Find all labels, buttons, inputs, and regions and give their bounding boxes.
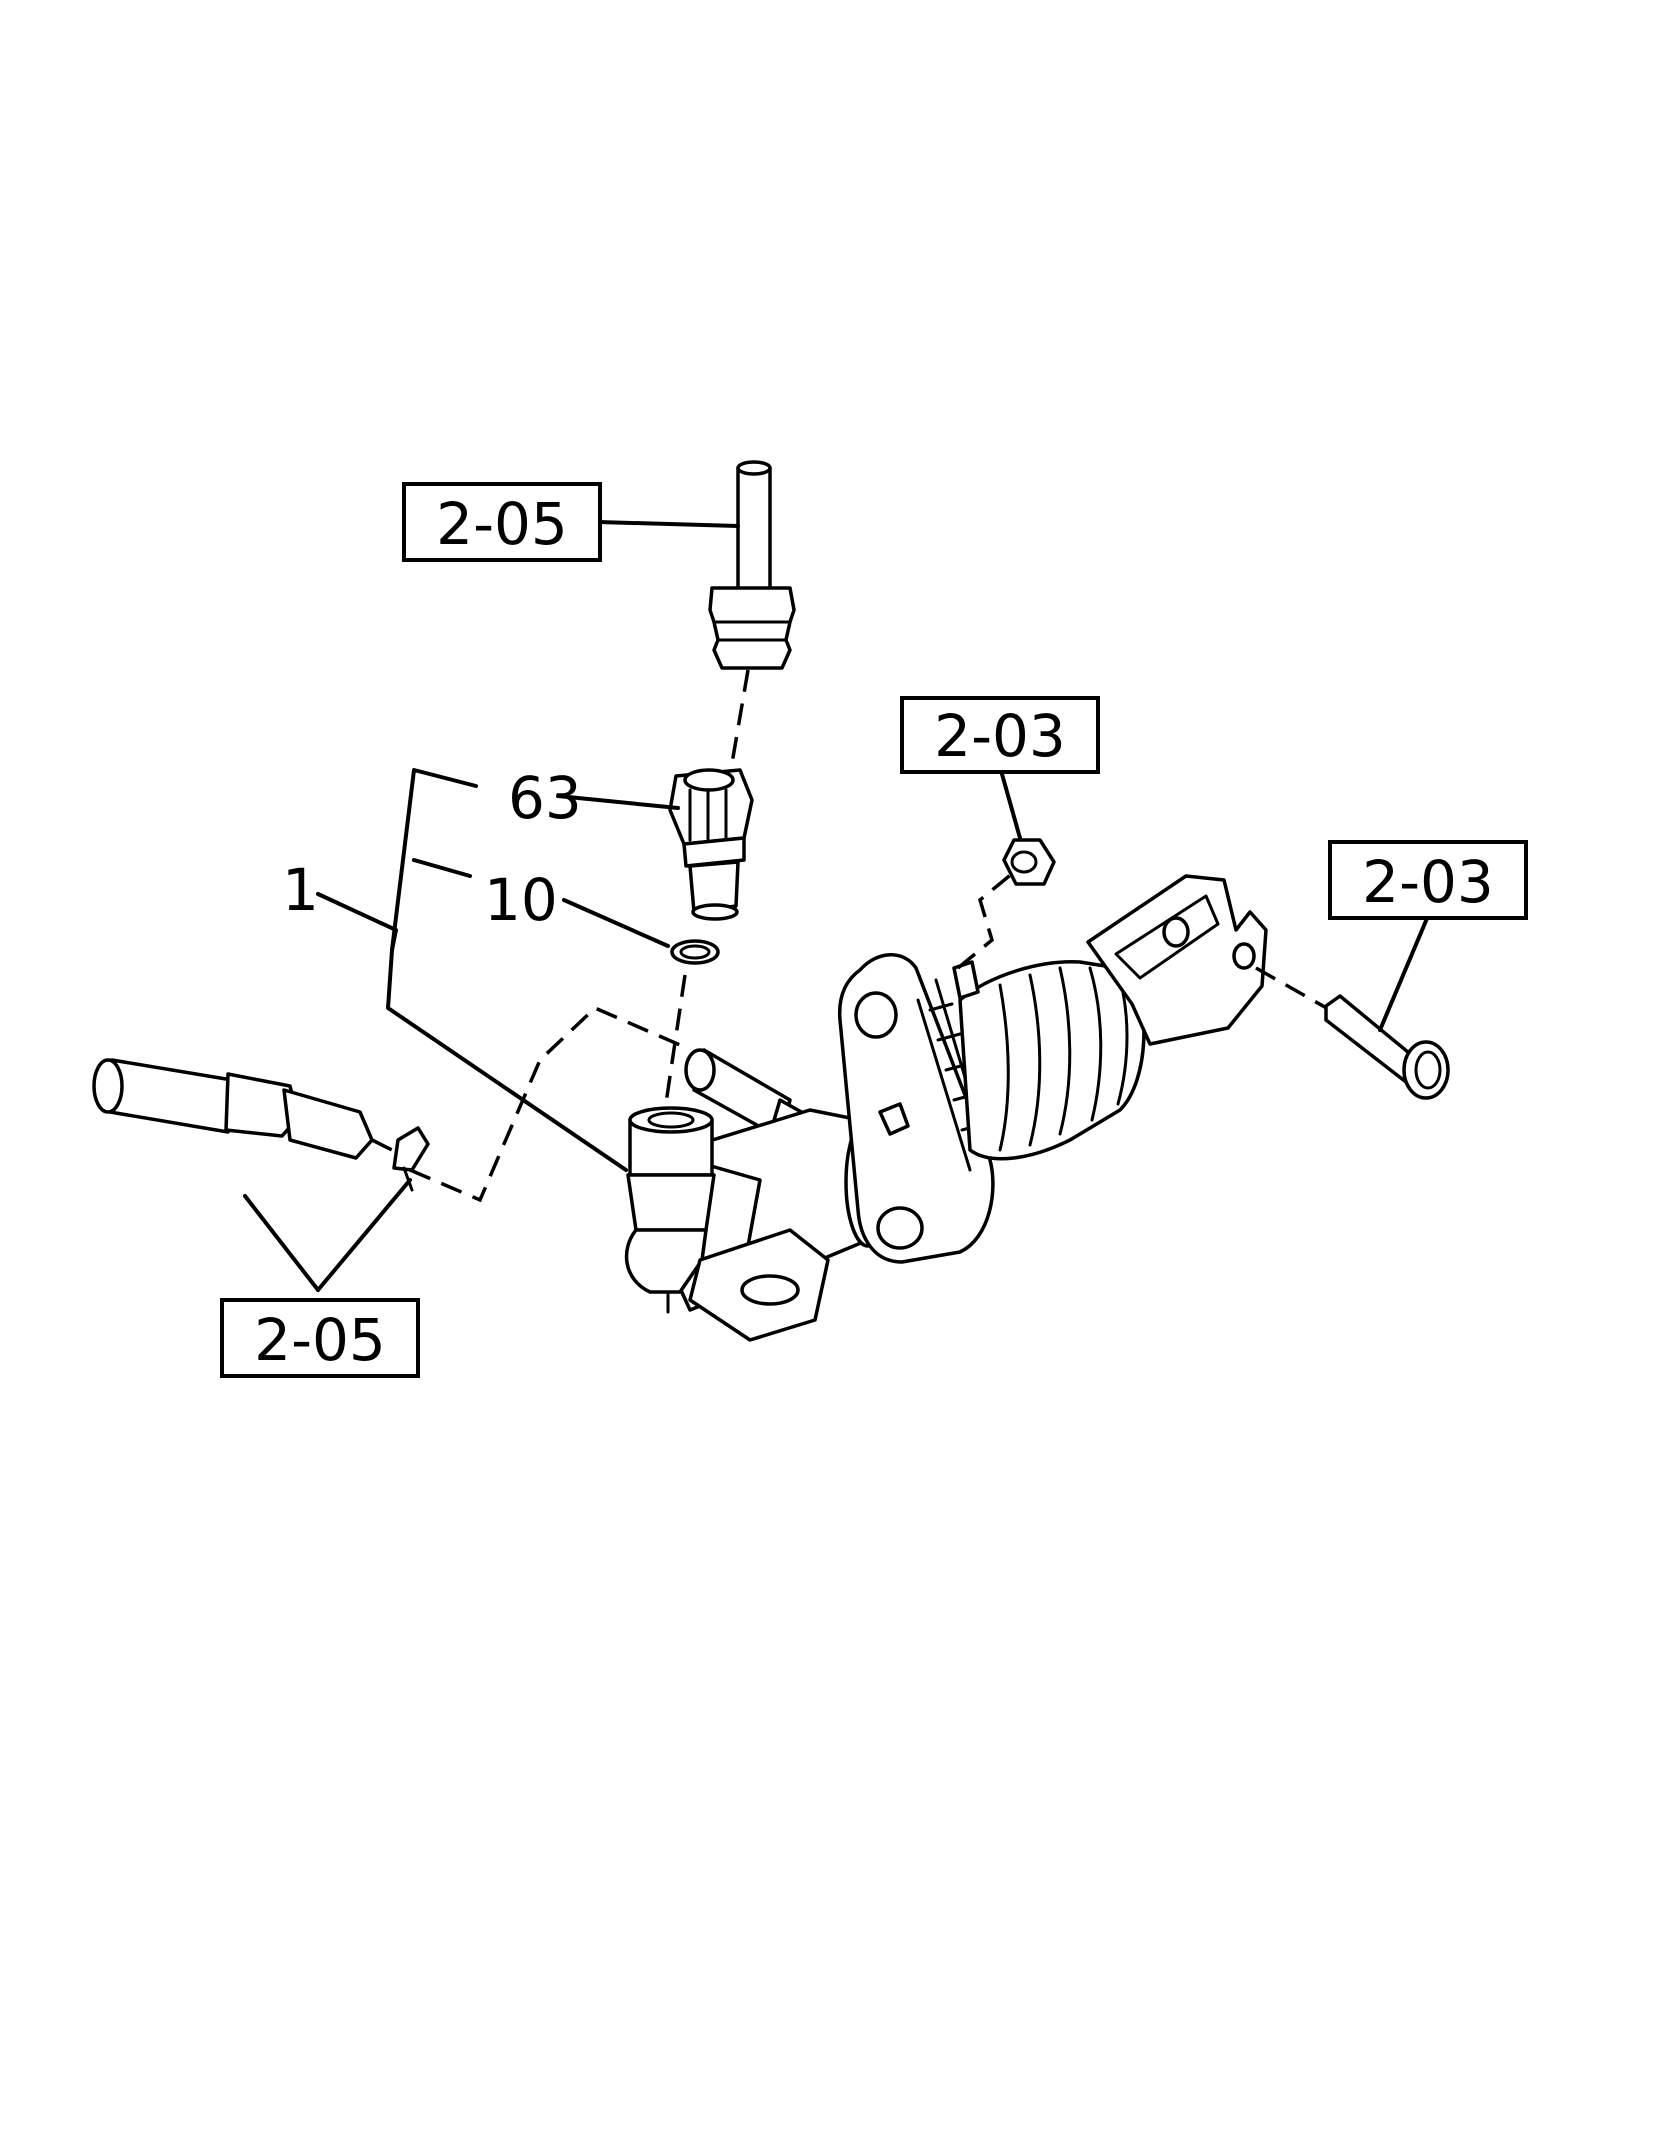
callout-10: 10 xyxy=(484,866,558,934)
hose-clip xyxy=(392,1126,430,1192)
ref-label-bottom-left: 2-05 xyxy=(254,1306,386,1374)
dash-line-fork-pin xyxy=(1255,966,1331,1012)
dash-line-pipe-connector xyxy=(728,669,750,776)
o-ring-part-10 xyxy=(670,939,720,965)
callout-1: 1 xyxy=(282,856,319,924)
dash-line-stud-nut xyxy=(956,870,1016,970)
o-ring-inner xyxy=(679,944,711,960)
callout-63: 63 xyxy=(508,764,582,832)
ref-label-top-mid: 2-03 xyxy=(934,702,1066,770)
ref-box-top-mid: 2-03 xyxy=(900,696,1100,774)
dash-line-clip-cylinder xyxy=(409,1005,681,1203)
connector-part-63 xyxy=(668,768,754,921)
leader-lines xyxy=(243,520,1430,1292)
ref-box-right: 2-03 xyxy=(1328,840,1528,920)
lower-hydraulic-hose xyxy=(92,1058,374,1160)
ref-box-bottom-left: 2-05 xyxy=(220,1298,420,1378)
clutch-cylinder-body xyxy=(624,874,1268,1342)
ref-box-top-left: 2-05 xyxy=(402,482,602,562)
ref-label-right: 2-03 xyxy=(1362,848,1494,916)
upper-hydraulic-pipe xyxy=(708,460,796,670)
clevis-pin xyxy=(1324,994,1450,1100)
flange-nut xyxy=(1002,838,1056,886)
ref-label-top-left: 2-05 xyxy=(436,490,568,558)
